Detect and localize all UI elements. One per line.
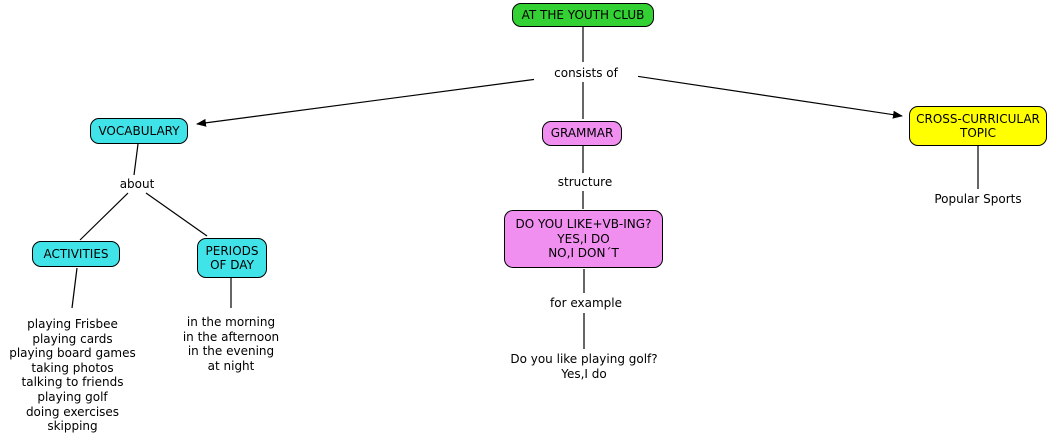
connector-line xyxy=(79,192,129,241)
connector-arrow xyxy=(196,77,546,127)
node-example-text[interactable]: Do you like playing golf? Yes,I do xyxy=(510,352,658,381)
node-structure-pattern[interactable]: DO YOU LIKE+VB-ING? YES,I DO NO,I DON´T xyxy=(504,210,663,268)
connector-line xyxy=(133,143,139,176)
link-for-example[interactable]: for example xyxy=(534,296,638,311)
node-youth-club-label: AT THE YOUTH CLUB xyxy=(521,7,645,22)
node-youth-club[interactable]: AT THE YOUTH CLUB xyxy=(512,3,654,27)
link-consists-of[interactable]: consists of xyxy=(534,66,638,81)
node-periods-of-day-label: PERIODS OF DAY xyxy=(205,243,259,272)
node-cross-curricular-label: CROSS-CURRICULAR TOPIC xyxy=(916,111,1040,140)
connector-arrow xyxy=(621,73,903,119)
connector-line xyxy=(145,192,208,237)
node-periods-of-day[interactable]: PERIODS OF DAY xyxy=(197,238,267,278)
connector-line xyxy=(71,267,78,309)
node-vocabulary[interactable]: VOCABULARY xyxy=(90,118,188,144)
node-popular-sports[interactable]: Popular Sports xyxy=(934,192,1022,206)
node-activities-label: ACTIVITIES xyxy=(43,246,109,261)
node-grammar-label: GRAMMAR xyxy=(550,126,614,141)
node-activities-list[interactable]: playing Frisbee playing cards playing bo… xyxy=(9,317,136,434)
link-about[interactable]: about xyxy=(95,177,179,192)
link-structure[interactable]: structure xyxy=(543,175,627,190)
node-cross-curricular[interactable]: CROSS-CURRICULAR TOPIC xyxy=(909,106,1047,146)
node-activities[interactable]: ACTIVITIES xyxy=(32,241,120,267)
node-grammar[interactable]: GRAMMAR xyxy=(542,121,622,146)
node-structure-pattern-label: DO YOU LIKE+VB-ING? YES,I DO NO,I DON´T xyxy=(515,217,652,261)
node-periods-list[interactable]: in the morning in the afternoon in the e… xyxy=(182,315,280,373)
node-vocabulary-label: VOCABULARY xyxy=(98,123,180,138)
